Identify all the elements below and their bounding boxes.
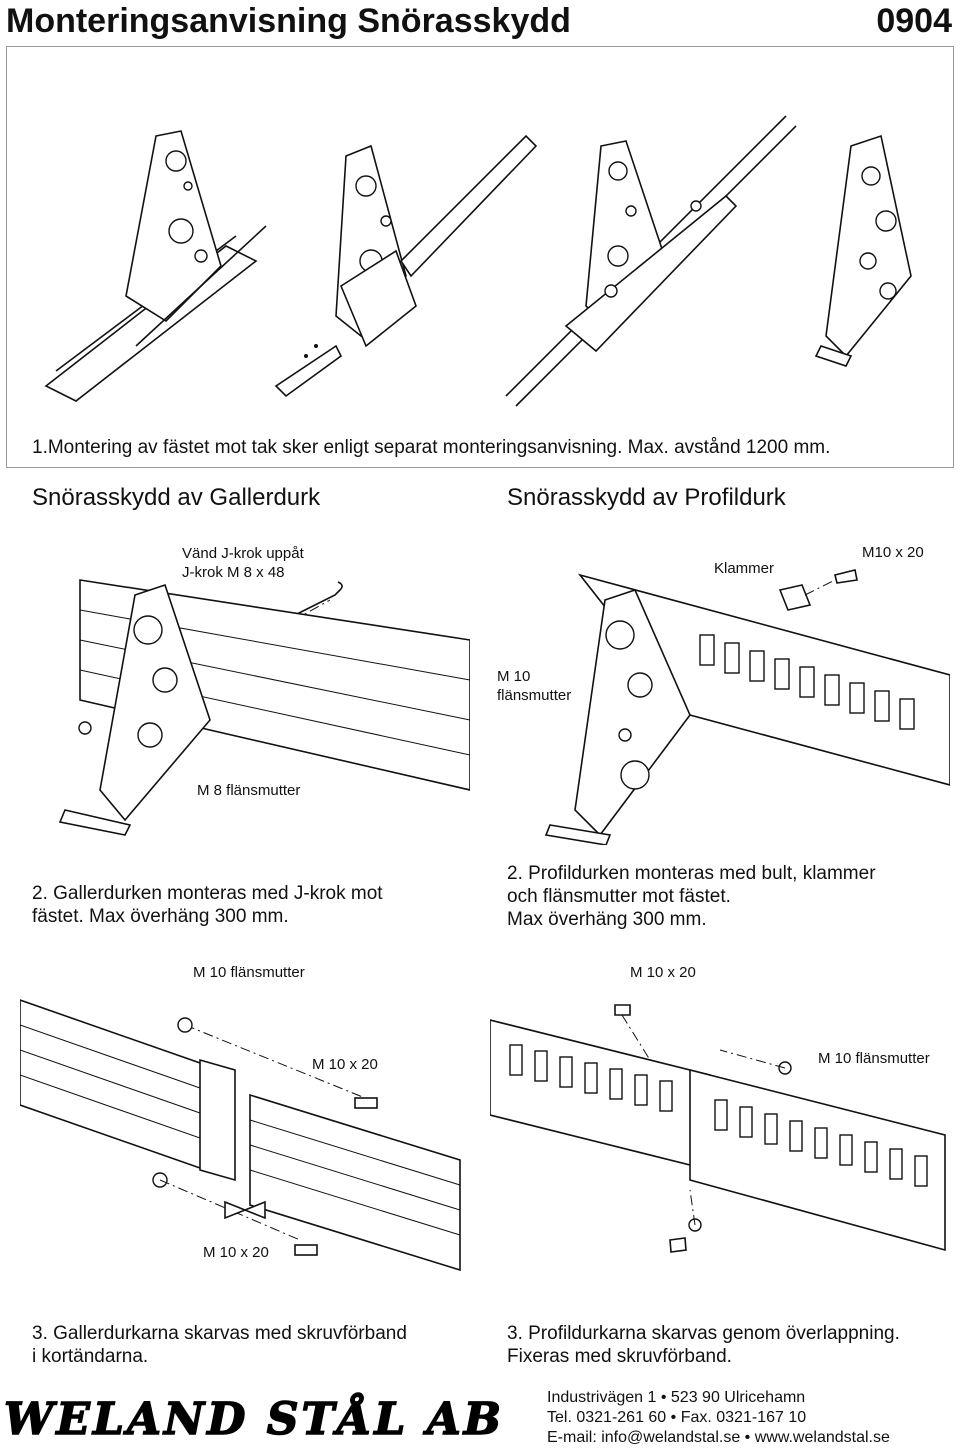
profildurk-mount-illustration — [544, 569, 950, 845]
profildurk-label-klammer: Klammer — [714, 560, 775, 577]
splice-gallerdurk-label-nut-top: M 10 flänsmutter — [193, 964, 305, 981]
company-logo: WELAND STÅL AB — [3, 1392, 510, 1448]
profildurk-label-nut-size: M 10 — [497, 668, 531, 685]
profildurk-label-bolt: M10 x 20 — [862, 544, 924, 561]
profildurk-step2-line3: Max överhäng 300 mm. — [507, 909, 707, 930]
splice-gallerdurk-label-bolt-bottom: M 10 x 20 — [203, 1244, 269, 1261]
gallerdurk-step3-line1: 3. Gallerdurkarna skarvas med skruvförba… — [32, 1323, 407, 1344]
footer-phone: Tel. 0321-261 60 • Fax. 0321-167 10 — [547, 1409, 807, 1426]
profildurk-label-nut-type: flänsmutter — [497, 687, 572, 704]
bracket-illustration-3 — [505, 115, 797, 407]
bracket-illustration-4 — [814, 134, 912, 367]
footer-contact: Industrivägen 1 • 523 90 Ulricehamn Tel.… — [547, 1388, 890, 1448]
gallerdurk-label-nut: M 8 flänsmutter — [197, 782, 301, 799]
profildurk-step2-line2: och flänsmutter mot fästet. — [507, 886, 731, 907]
gallerdurk-heading: Snörasskydd av Gallerdurk — [32, 484, 321, 511]
footer-address: Industrivägen 1 • 523 90 Ulricehamn — [547, 1389, 806, 1406]
gallerdurk-splice-illustration — [20, 999, 461, 1272]
gallerdurk-mount-illustration — [58, 579, 470, 836]
step1-text: 1.Montering av fästet mot tak sker enlig… — [32, 437, 831, 458]
gallerdurk-step3-line2: i kortändarna. — [32, 1346, 149, 1367]
splice-profildurk-label-nut: M 10 flänsmutter — [818, 1050, 930, 1067]
title-bar: Monteringsanvisning Snörasskydd 0904 — [0, 0, 960, 44]
step1-illustrations — [44, 115, 912, 407]
gallerdurk-step2-line2: fästet. Max överhäng 300 mm. — [32, 906, 289, 927]
step1-frame — [6, 46, 954, 468]
profildurk-step2-line1: 2. Profildurken monteras med bult, klamm… — [507, 863, 876, 884]
splice-profildurk-label-bolt-top: M 10 x 20 — [630, 964, 696, 981]
profildurk-heading: Snörasskydd av Profildurk — [507, 484, 786, 511]
gallerdurk-label-jhook-direction: Vänd J-krok uppåt — [182, 545, 304, 562]
document-number: 0904 — [876, 2, 952, 40]
profildurk-step3-line1: 3. Profildurkarna skarvas genom överlapp… — [507, 1323, 900, 1344]
profildurk-step3-line2: Fixeras med skruvförband. — [507, 1346, 732, 1367]
splice-gallerdurk-label-bolt-mid: M 10 x 20 — [312, 1056, 378, 1073]
bracket-illustration-1 — [44, 130, 267, 402]
gallerdurk-label-jhook-size: J-krok M 8 x 48 — [182, 564, 285, 581]
footer-web: E-mail: info@welandstal.se • www.welands… — [547, 1429, 890, 1446]
profildurk-splice-illustration — [490, 1004, 946, 1253]
gallerdurk-step2-line1: 2. Gallerdurken monteras med J-krok mot — [32, 883, 383, 904]
company-logo-text: WELAND STÅL AB — [3, 1393, 504, 1446]
document-title: Monteringsanvisning Snörasskydd — [6, 2, 571, 40]
bracket-illustration-2 — [274, 134, 538, 398]
